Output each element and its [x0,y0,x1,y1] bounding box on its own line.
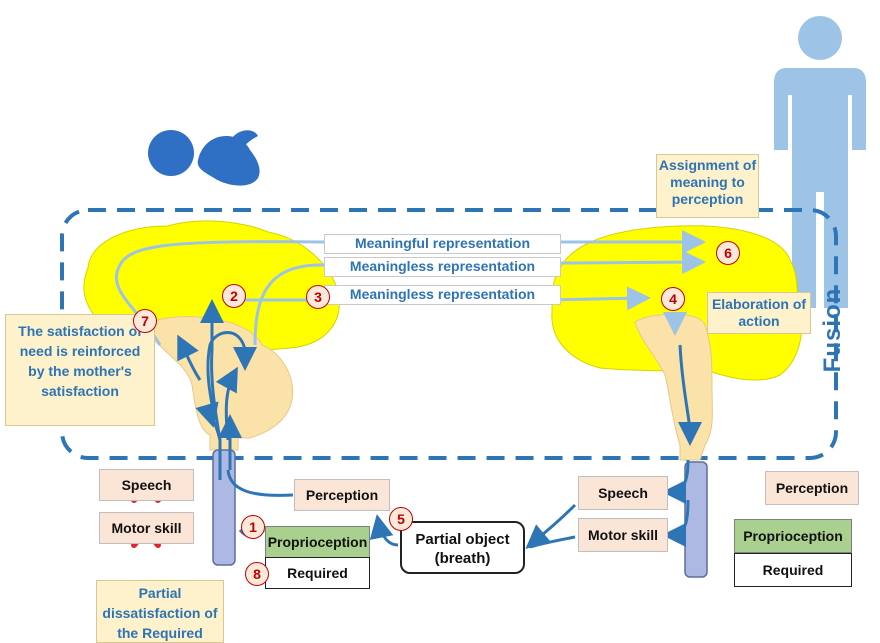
step-badge-5: 5 [389,507,413,531]
step-badge-3: 3 [306,285,330,309]
step-badge-7: 7 [133,309,157,333]
dark-arrows [177,299,702,549]
mother-spinal-column [684,461,708,578]
elaboration-callout: Elaboration of action [707,292,811,334]
baby-speech-box: Speech [99,469,194,501]
mother-required-box: Required [734,553,852,587]
fusion-label: Fusion [819,287,846,373]
assignment-callout: Assignment of meaning to perception [656,154,759,218]
mother-proprioception-box: Proprioception [734,519,852,553]
mother-motor-skill-box: Motor skill [578,518,668,552]
baby-proprioception-box: Proprioception [265,526,370,558]
step-badge-8: 8 [245,562,269,586]
meaningful-representation-label: Meaningful representation [324,234,561,254]
step-badge-4: 4 [661,287,685,311]
mother-perception-box: Perception [765,471,859,505]
baby-required-box: Required [265,557,370,589]
mother-speech-box: Speech [578,476,668,510]
baby-perception-box: Perception [294,479,390,511]
step-badge-1: 1 [241,515,265,539]
meaningless-representation-label-1: Meaningless representation [324,257,561,277]
partial-object-box: Partial object (breath) [400,521,525,574]
step-badge-6: 6 [716,241,740,265]
mother-brainstem [634,313,713,461]
adult-person-icon [774,16,866,308]
baby-motor-skill-box: Motor skill [99,512,194,544]
partial-dissatisfaction-callout: Partial dissatisfaction of the Required [96,580,224,643]
satisfaction-callout: The satisfaction of need is reinforced b… [5,314,155,426]
step-badge-2: 2 [222,284,246,308]
baby-icon [148,130,260,186]
baby-spinal-column [212,449,236,566]
meaningless-representation-label-2: Meaningless representation [324,285,561,305]
